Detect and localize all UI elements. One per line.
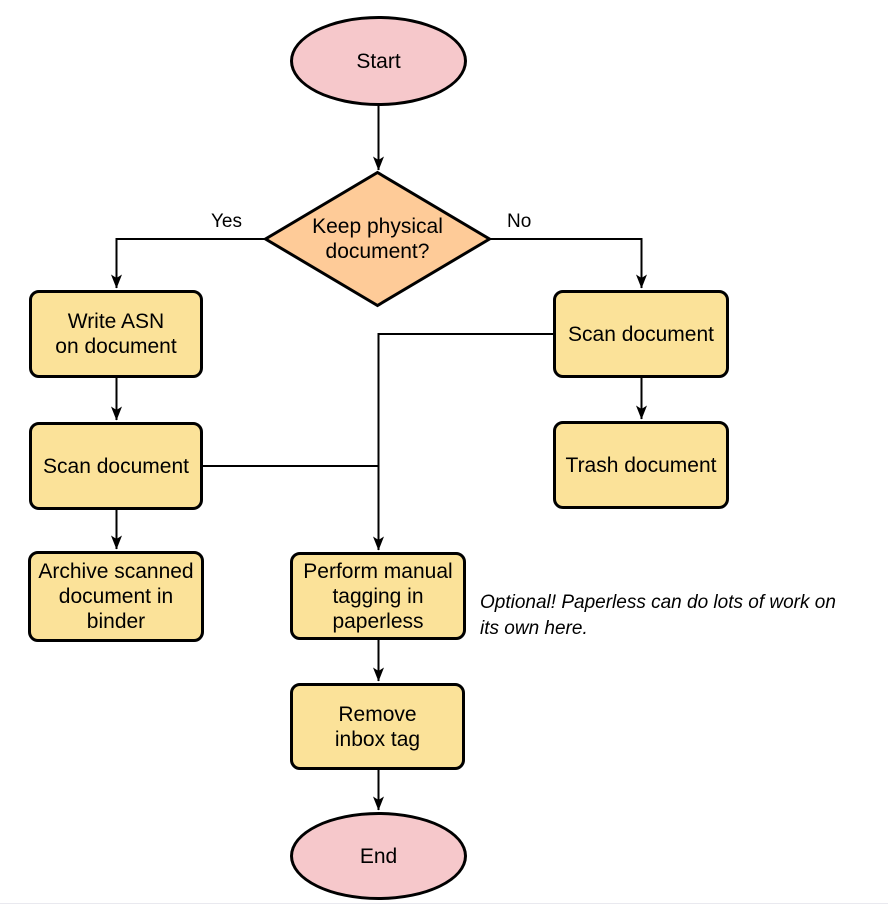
edge-scan-right-to-perform-tagging [373,333,553,551]
node-perform-tagging-label: Perform manual tagging in paperless [303,559,453,633]
node-scan-document-right-label: Scan document [568,322,714,346]
node-trash-document-label: Trash document [565,453,717,477]
node-write-asn: Write ASN on document [29,290,203,378]
node-scan-document-left: Scan document [29,422,203,510]
node-scan-document-left-label: Scan document [43,454,189,478]
node-scan-document-right: Scan document [553,290,729,378]
branch-label-no: No [507,211,532,232]
node-remove-inbox-tag: Remove inbox tag [290,683,465,770]
node-end: End [290,812,467,900]
note-optional: Optional! Paperless can do lots of work … [480,592,836,639]
node-remove-inbox-tag-label: Remove inbox tag [334,702,421,751]
node-decision-label: Keep physical document? [312,215,443,263]
node-write-asn-label: Write ASN on document [55,310,177,358]
node-end-label: End [359,844,398,868]
node-perform-tagging: Perform manual tagging in paperless [290,552,466,640]
node-archive-binder: Archive scanned document in binder [28,551,204,642]
node-start: Start [290,16,467,106]
node-decision: Keep physical document? [262,169,493,309]
node-archive-binder-label: Archive scanned document in binder [38,560,194,633]
node-trash-document: Trash document [553,421,729,509]
edge-decision-no-to-scan-right [490,238,647,289]
branch-label-yes: Yes [211,211,242,232]
diamond-shape [262,170,493,308]
edge-decision-yes-to-write-asn [111,238,265,289]
bottom-divider [0,903,888,904]
node-start-label: Start [356,49,401,73]
